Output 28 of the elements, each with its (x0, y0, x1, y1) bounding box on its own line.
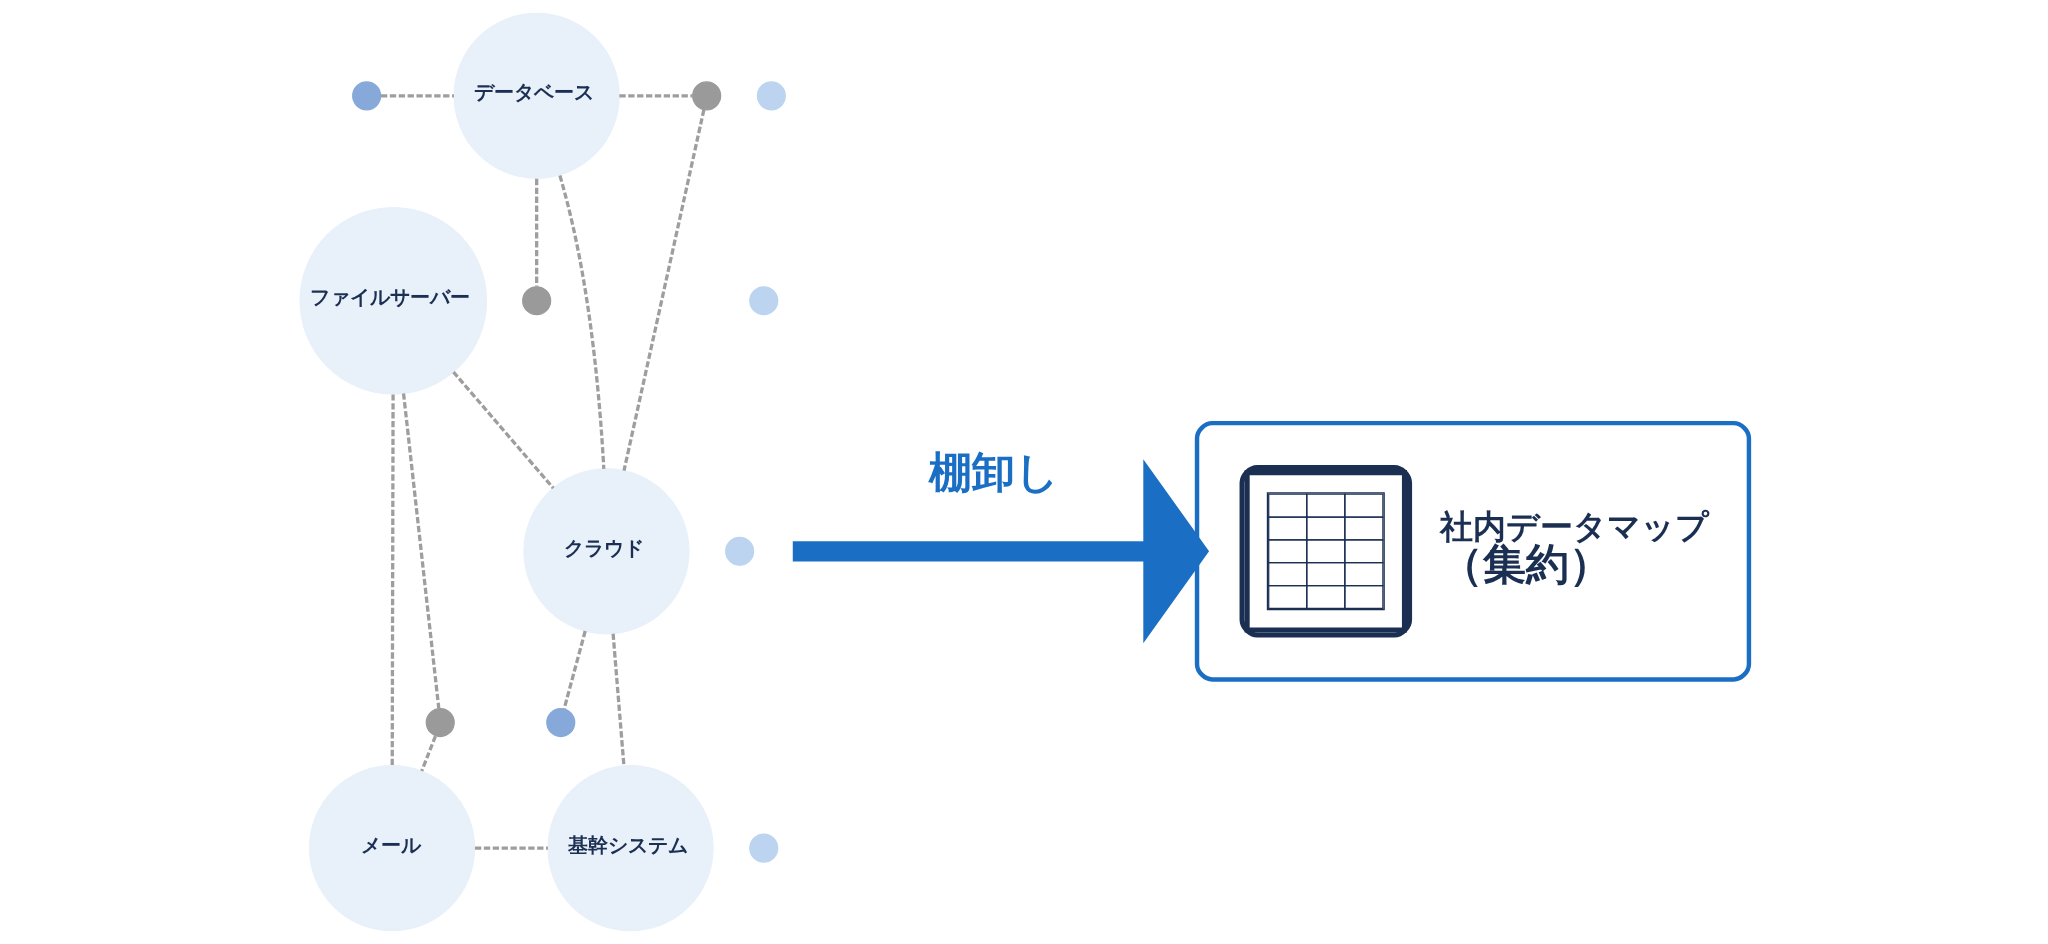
connector (474, 846, 548, 850)
node-circle (748, 286, 778, 316)
node-circle (756, 81, 786, 111)
connector (562, 630, 587, 710)
node-circle: クラウド (522, 468, 690, 635)
connector (390, 394, 395, 766)
node-box: 社内データマップ （集約） (1194, 420, 1751, 682)
node-circle: 基幹システム (546, 765, 714, 932)
connector (380, 94, 454, 98)
node-circle: ファイルサーバー (298, 206, 487, 395)
node-circle (425, 707, 455, 738)
node-circle: メール (308, 765, 475, 932)
node-circle (521, 286, 551, 316)
connector (401, 393, 440, 709)
node-circle (351, 81, 381, 111)
connector (419, 735, 437, 772)
connector (557, 175, 605, 469)
arrow (792, 459, 1209, 644)
connector (621, 109, 705, 472)
node-circle (545, 707, 575, 738)
connector (451, 371, 555, 490)
connector (610, 633, 626, 767)
edge-label: 棚卸し (928, 446, 1059, 497)
node-circle: データベース (453, 12, 620, 179)
connector (618, 94, 693, 98)
node-circle (691, 81, 721, 111)
node-circle (724, 536, 754, 566)
node-circle (748, 833, 778, 863)
